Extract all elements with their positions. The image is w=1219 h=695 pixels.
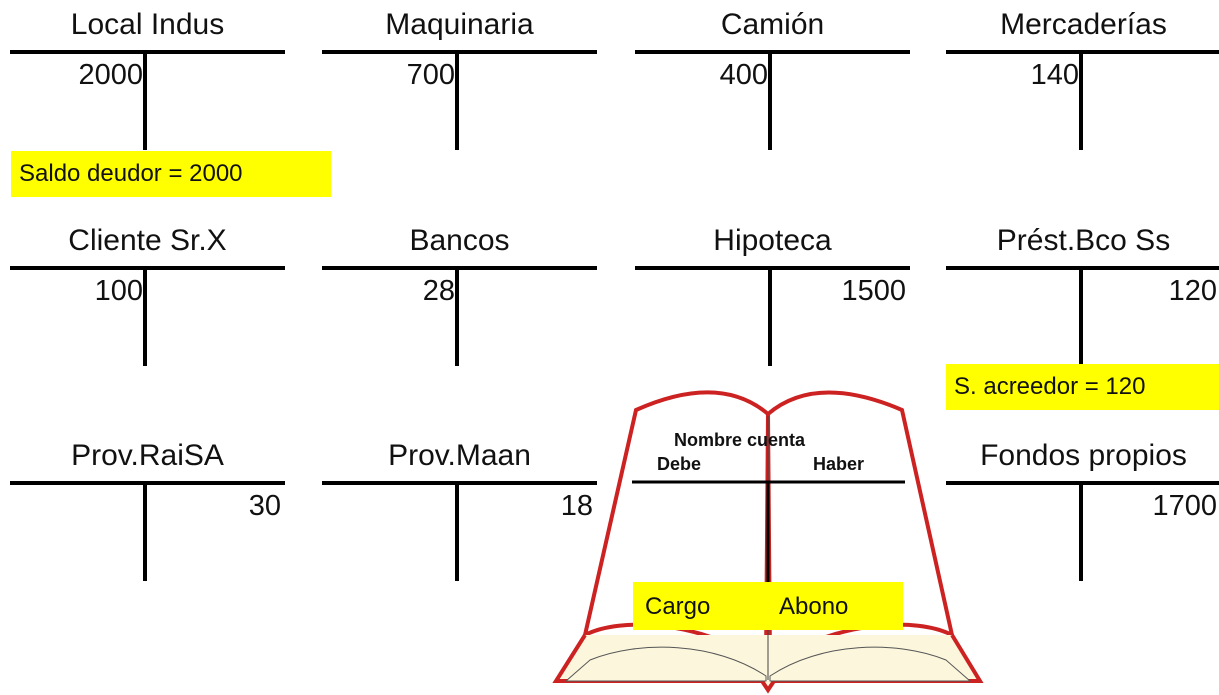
debit-amount: 2000 bbox=[78, 59, 143, 91]
t-account-hipoteca: Hipoteca 1500 bbox=[635, 216, 910, 376]
t-account-top-line bbox=[10, 50, 285, 54]
t-account-divider bbox=[1079, 50, 1083, 150]
t-account-top-line bbox=[10, 481, 285, 485]
t-account-prov-maan: Prov.Maan 18 bbox=[322, 431, 597, 591]
book-credit-header: Haber bbox=[813, 454, 865, 474]
credit-amount: 18 bbox=[560, 490, 593, 522]
account-title: Hipoteca bbox=[713, 224, 832, 257]
credit-amount: 1500 bbox=[841, 275, 906, 307]
t-account-top-line bbox=[322, 50, 597, 54]
book-credit-label: Abono bbox=[779, 593, 849, 620]
account-title: Prov.Maan bbox=[388, 439, 531, 472]
t-account-divider bbox=[1079, 266, 1083, 366]
book-debit-header: Debe bbox=[657, 454, 702, 474]
credit-balance-note: S. acreedor = 120 bbox=[946, 364, 1219, 410]
credit-amount: 30 bbox=[248, 490, 281, 522]
account-title: Local Indus bbox=[70, 8, 225, 41]
debit-amount: 700 bbox=[406, 59, 455, 91]
account-title: Prést.Bco Ss bbox=[996, 224, 1171, 257]
account-title: Prov.RaiSA bbox=[71, 439, 224, 472]
t-account-top-line bbox=[635, 50, 910, 54]
t-account-top-line bbox=[322, 481, 597, 485]
t-account-divider bbox=[1079, 481, 1083, 581]
account-title: Bancos bbox=[409, 224, 510, 257]
account-title: Mercaderías bbox=[1000, 8, 1167, 41]
debit-balance-note: Saldo deudor = 2000 bbox=[11, 151, 331, 197]
t-account-fondos-propios: Fondos propios 1700 bbox=[946, 431, 1219, 591]
account-title: Maquinaria bbox=[385, 8, 534, 41]
t-account-top-line bbox=[322, 266, 597, 270]
t-account-divider bbox=[455, 266, 459, 366]
t-account-divider bbox=[768, 266, 772, 366]
t-account-divider bbox=[455, 50, 459, 150]
debit-amount: 28 bbox=[422, 275, 455, 307]
account-title: Fondos propios bbox=[980, 439, 1187, 472]
book-highlight-band bbox=[633, 582, 903, 630]
book-account-name: Nombre cuenta bbox=[674, 430, 806, 450]
t-account-divider bbox=[143, 50, 147, 150]
debit-amount: 100 bbox=[94, 275, 143, 307]
t-account-top-line bbox=[635, 266, 910, 270]
debit-amount: 400 bbox=[719, 59, 768, 91]
book-lower-left-page bbox=[564, 646, 767, 682]
t-account-local-indus: Local Indus 2000 bbox=[10, 0, 285, 160]
t-account-prov-raisa: Prov.RaiSA 30 bbox=[10, 431, 285, 591]
t-account-divider bbox=[143, 266, 147, 366]
t-account-divider bbox=[768, 50, 772, 150]
account-title: Cliente Sr.X bbox=[68, 224, 227, 257]
t-account-maquinaria: Maquinaria 700 bbox=[322, 0, 597, 160]
t-account-bancos: Bancos 28 bbox=[322, 216, 597, 376]
book-lower-right-page bbox=[769, 646, 972, 682]
credit-amount: 1700 bbox=[1152, 490, 1217, 522]
t-account-prest-bco: Prést.Bco Ss 120 bbox=[946, 216, 1219, 376]
account-title: Camión bbox=[720, 8, 825, 41]
debit-amount: 140 bbox=[1030, 59, 1079, 91]
book-charge-label: Cargo bbox=[645, 593, 711, 620]
t-account-divider bbox=[455, 481, 459, 581]
t-account-top-line bbox=[10, 266, 285, 270]
t-account-cliente: Cliente Sr.X 100 bbox=[10, 216, 285, 376]
t-account-camion: Camión 400 bbox=[635, 0, 910, 160]
t-account-mercaderias: Mercaderías 140 bbox=[946, 0, 1219, 160]
credit-amount: 120 bbox=[1168, 275, 1217, 307]
t-account-divider bbox=[143, 481, 147, 581]
